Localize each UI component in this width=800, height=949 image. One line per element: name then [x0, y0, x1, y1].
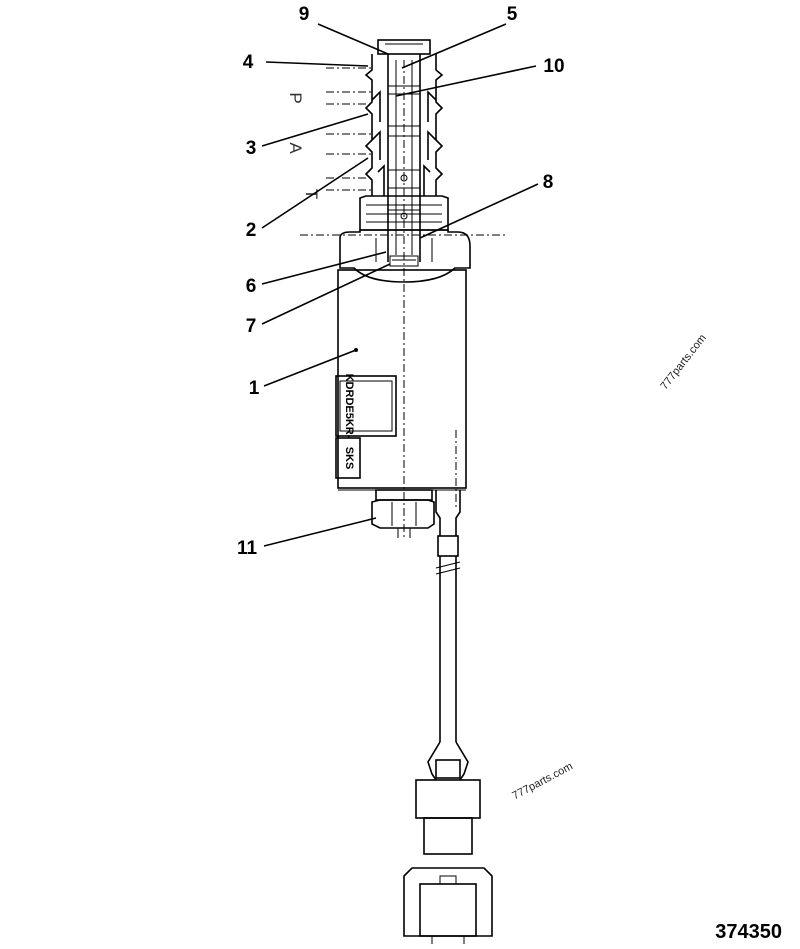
port-a-label: A	[286, 142, 305, 154]
callout-3: 3	[246, 138, 257, 159]
callout-5: 5	[507, 4, 518, 25]
callout-2: 2	[246, 220, 257, 241]
bottom-nut	[371, 489, 435, 538]
watermark-lower: 777parts.com	[510, 760, 574, 802]
connector-tag-label: SKS	[343, 447, 355, 470]
watermark-upper: 777parts.com	[658, 332, 708, 392]
callout-6: 6	[246, 276, 257, 297]
leader-lines	[261, 23, 539, 547]
solenoid-body: KDRDE5KR- SKS	[335, 60, 467, 540]
figure-number: 374350	[715, 921, 782, 943]
callout-11: 11	[237, 538, 258, 559]
callout-9: 9	[299, 4, 310, 25]
callout-1: 1	[249, 378, 260, 399]
port-t-label: T	[302, 189, 321, 199]
cable-connector	[403, 779, 493, 944]
callout-8: 8	[543, 172, 554, 193]
port-lines	[300, 67, 508, 236]
callout-10: 10	[543, 56, 564, 77]
callout-7: 7	[246, 316, 257, 337]
solenoid-flange	[339, 229, 471, 283]
cable	[427, 490, 469, 781]
callout-4: 4	[243, 52, 254, 73]
port-p-label: P	[286, 92, 305, 103]
body-label: KDRDE5KR-	[343, 374, 355, 439]
